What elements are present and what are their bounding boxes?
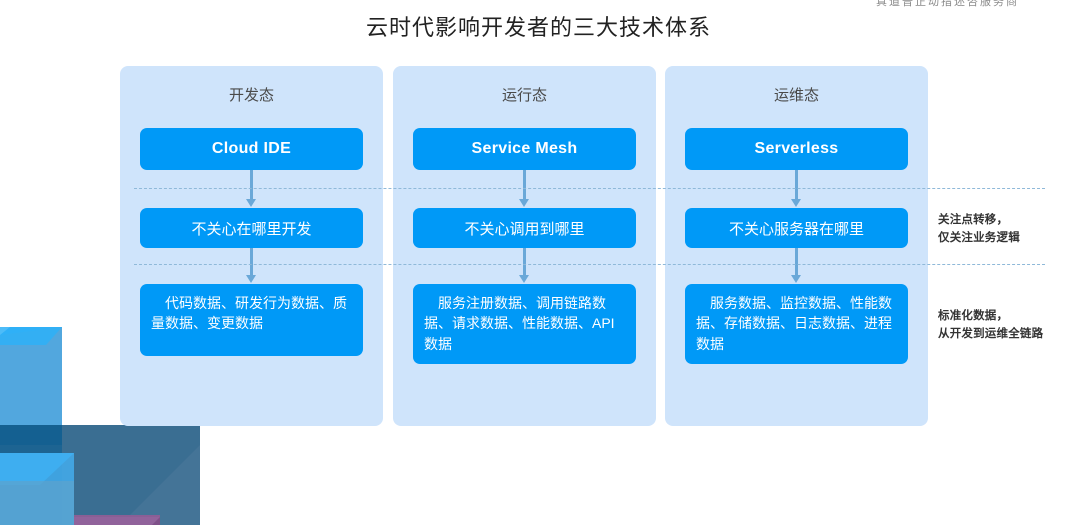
column-panel-development: 开发态 Cloud IDE 不关心在哪里开发 代码数据、研发行为数据、质量数据、… (120, 66, 383, 426)
column-header-operations: 运维态 (773, 87, 819, 104)
tech-node-serverless[interactable]: Serverless (685, 128, 908, 170)
arrow-down-icon (791, 170, 801, 207)
data-node-runtime[interactable]: 服务注册数据、调用链路数据、请求数据、性能数据、API数据 (413, 284, 636, 364)
column-header-development: 开发态 (228, 87, 274, 104)
column-panel-runtime: 运行态 Service Mesh 不关心调用到哪里 服务注册数据、调用链路数据、… (393, 66, 656, 426)
concern-node-operations[interactable]: 不关心服务器在哪里 (685, 208, 908, 248)
data-node-development[interactable]: 代码数据、研发行为数据、质量数据、变更数据 (140, 284, 363, 356)
annotation-standardized-data-line1: 标准化数据， (938, 310, 1009, 322)
arrow-down-icon (246, 170, 256, 207)
annotation-concern-shift-line1: 关注点转移， (938, 214, 1009, 226)
data-node-operations[interactable]: 服务数据、监控数据、性能数据、存储数据、日志数据、进程数据 (685, 284, 908, 364)
column-panel-operations: 运维态 Serverless 不关心服务器在哪里 服务数据、监控数据、性能数据、… (665, 66, 928, 426)
arrow-down-icon (519, 170, 529, 207)
annotation-concern-shift-line2: 仅关注业务逻辑 (938, 231, 1020, 244)
concern-node-runtime[interactable]: 不关心调用到哪里 (413, 208, 636, 248)
tech-node-cloud-ide[interactable]: Cloud IDE (140, 128, 363, 170)
arrow-down-icon (519, 248, 529, 283)
annotation-standardized-data: 标准化数据， 从开发到运维全链路 (938, 308, 1074, 344)
annotation-standardized-data-line2: 从开发到运维全链路 (938, 327, 1044, 340)
arrow-down-icon (791, 248, 801, 283)
column-header-runtime: 运行态 (501, 87, 547, 104)
cutoff-header-text: 真道普正动指述咨服务商 (876, 0, 1019, 8)
page-title: 云时代影响开发者的三大技术体系 (365, 15, 711, 40)
tier-separator-lower (134, 264, 1045, 265)
tier-separator-upper (134, 188, 1045, 189)
tech-node-service-mesh[interactable]: Service Mesh (413, 128, 636, 170)
annotation-concern-shift: 关注点转移， 仅关注业务逻辑 (938, 212, 1074, 248)
arrow-down-icon (246, 248, 256, 283)
concern-node-development[interactable]: 不关心在哪里开发 (140, 208, 363, 248)
